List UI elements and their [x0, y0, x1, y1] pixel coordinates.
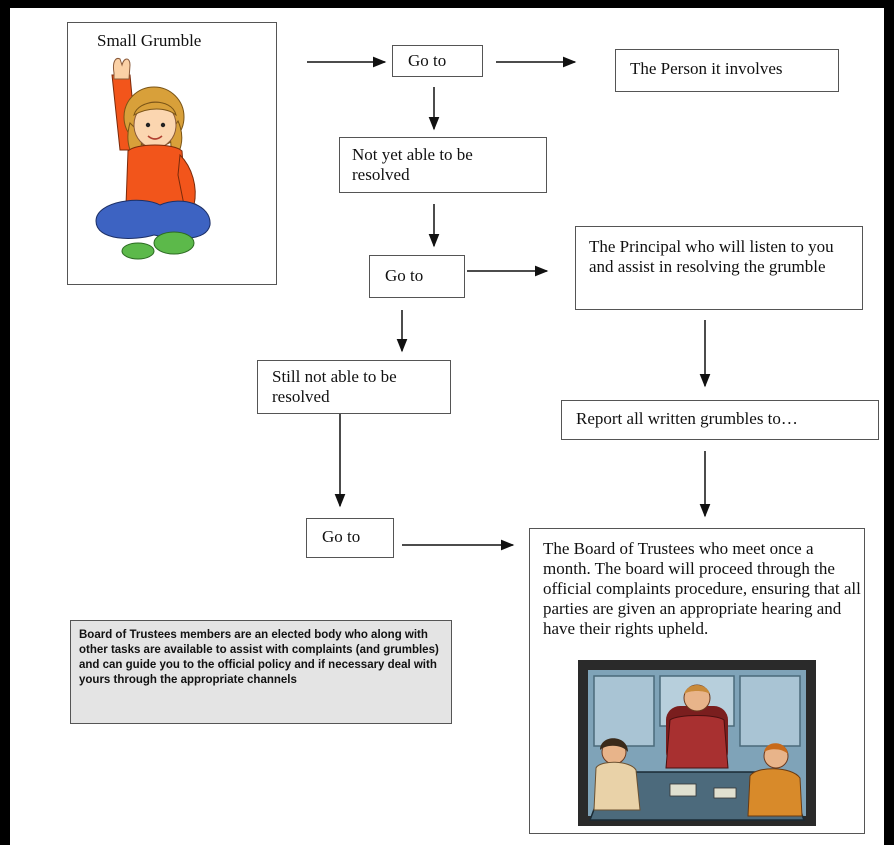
- small-grumble-label: Small Grumble: [97, 31, 202, 50]
- person-involved-box: The Person it involves: [615, 49, 839, 92]
- board-of-trustees-label: The Board of Trustees who meet once a mo…: [543, 539, 861, 638]
- go-to-label-1: Go to: [408, 51, 447, 70]
- go-to-label-3: Go to: [322, 527, 361, 546]
- go-to-box-3: Go to: [306, 518, 394, 558]
- board-info-note-text: Board of Trustees members are an elected…: [79, 629, 439, 686]
- not-yet-resolved-label: Not yet able to be resolved: [352, 145, 473, 184]
- still-not-resolved-label: Still not able to be resolved: [272, 367, 397, 406]
- person-involved-label: The Person it involves: [630, 59, 783, 78]
- go-to-box-1: Go to: [392, 45, 483, 77]
- board-info-note: Board of Trustees members are an elected…: [70, 620, 452, 724]
- board-of-trustees-box: The Board of Trustees who meet once a mo…: [529, 528, 865, 834]
- child-raising-hand-illustration: [95, 58, 211, 260]
- flowchart-canvas: Small Grumble G: [10, 8, 884, 845]
- principal-box: The Principal who will listen to you and…: [575, 226, 863, 310]
- principal-label: The Principal who will listen to you and…: [589, 237, 834, 276]
- small-grumble-box: Small Grumble: [67, 22, 277, 285]
- report-written-label: Report all written grumbles to…: [576, 409, 798, 428]
- still-not-resolved-box: Still not able to be resolved: [257, 360, 451, 414]
- go-to-box-2: Go to: [369, 255, 465, 298]
- not-yet-resolved-box: Not yet able to be resolved: [339, 137, 547, 193]
- board-meeting-illustration: [578, 660, 816, 826]
- flow-arrows: [307, 56, 711, 551]
- go-to-label-2: Go to: [385, 266, 424, 285]
- report-written-box: Report all written grumbles to…: [561, 400, 879, 440]
